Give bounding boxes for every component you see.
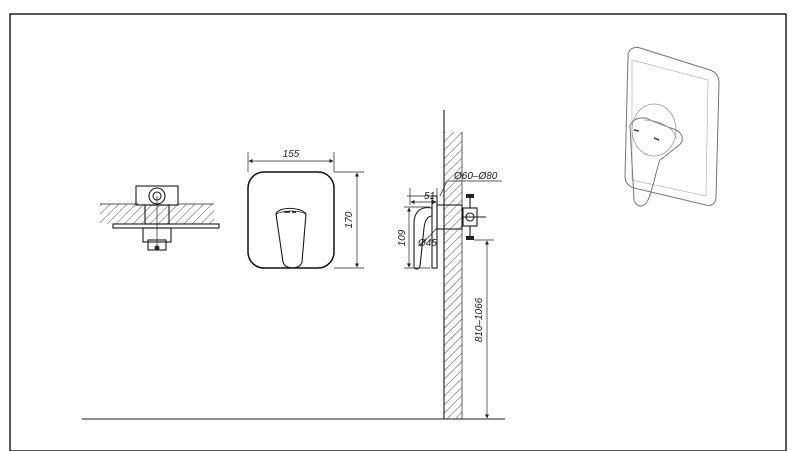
wall-offset-label: 51: [424, 191, 435, 202]
pipe-diameter-label: Ø60–Ø80: [453, 171, 498, 182]
projection-label: 109: [397, 229, 408, 246]
sheet-border: [9, 13, 787, 451]
front-view-cover-plate: [247, 171, 335, 269]
cartridge-diameter-label: Ø45: [417, 238, 437, 249]
perspective-render: [624, 46, 720, 207]
render-lever: [629, 117, 683, 207]
side-view: Ø60–Ø80 51 109 Ø45 810–1066: [397, 110, 502, 420]
top-view-cover-plate: [112, 223, 220, 229]
side-lever: [413, 207, 433, 270]
render-cover-plate: [624, 46, 720, 206]
front-view-lever: [275, 207, 307, 269]
cover-height-label: 170: [344, 211, 355, 228]
front-view: 155 170: [247, 149, 364, 269]
side-cover-plate: [431, 195, 438, 269]
top-view: [100, 185, 220, 251]
cover-width-label: 155: [283, 149, 300, 160]
install-height-label: 810–1066: [474, 297, 485, 342]
wall-hatch: [444, 132, 462, 419]
